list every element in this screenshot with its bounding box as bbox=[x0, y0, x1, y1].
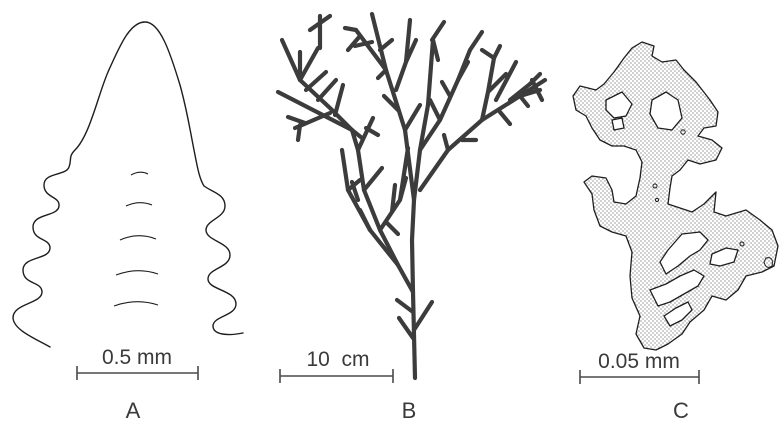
inner-arcs bbox=[114, 172, 158, 306]
panel-label-a: A bbox=[126, 398, 141, 421]
inner-arc bbox=[120, 236, 156, 240]
twig bbox=[380, 148, 408, 230]
scale-label-b: 10 cm bbox=[306, 348, 369, 371]
branch-far-right bbox=[420, 80, 545, 190]
panel-c-drawing bbox=[573, 42, 778, 350]
conical-outline bbox=[13, 22, 243, 347]
twig bbox=[310, 16, 343, 115]
panel-b-drawing bbox=[278, 14, 545, 378]
scale-label-a: 0.5 mm bbox=[102, 346, 172, 369]
inner-arc bbox=[126, 203, 152, 206]
twig bbox=[288, 113, 330, 140]
panel-label-c: C bbox=[673, 398, 689, 421]
scale-bar-c: 0.05 mm bbox=[580, 350, 699, 384]
panel-a-drawing bbox=[13, 22, 243, 347]
twig bbox=[355, 14, 416, 90]
inner-arc bbox=[114, 302, 158, 306]
panel-label-b: B bbox=[402, 398, 417, 421]
scale-bar-a: 0.5 mm bbox=[77, 346, 198, 380]
stippled-network bbox=[573, 42, 778, 350]
twig bbox=[430, 22, 468, 120]
twig bbox=[482, 58, 530, 120]
scale-bar-b: 10 cm bbox=[280, 348, 393, 383]
inner-arc bbox=[116, 271, 158, 275]
scale-label-c: 0.05 mm bbox=[598, 350, 680, 373]
inner-arc bbox=[131, 172, 148, 175]
